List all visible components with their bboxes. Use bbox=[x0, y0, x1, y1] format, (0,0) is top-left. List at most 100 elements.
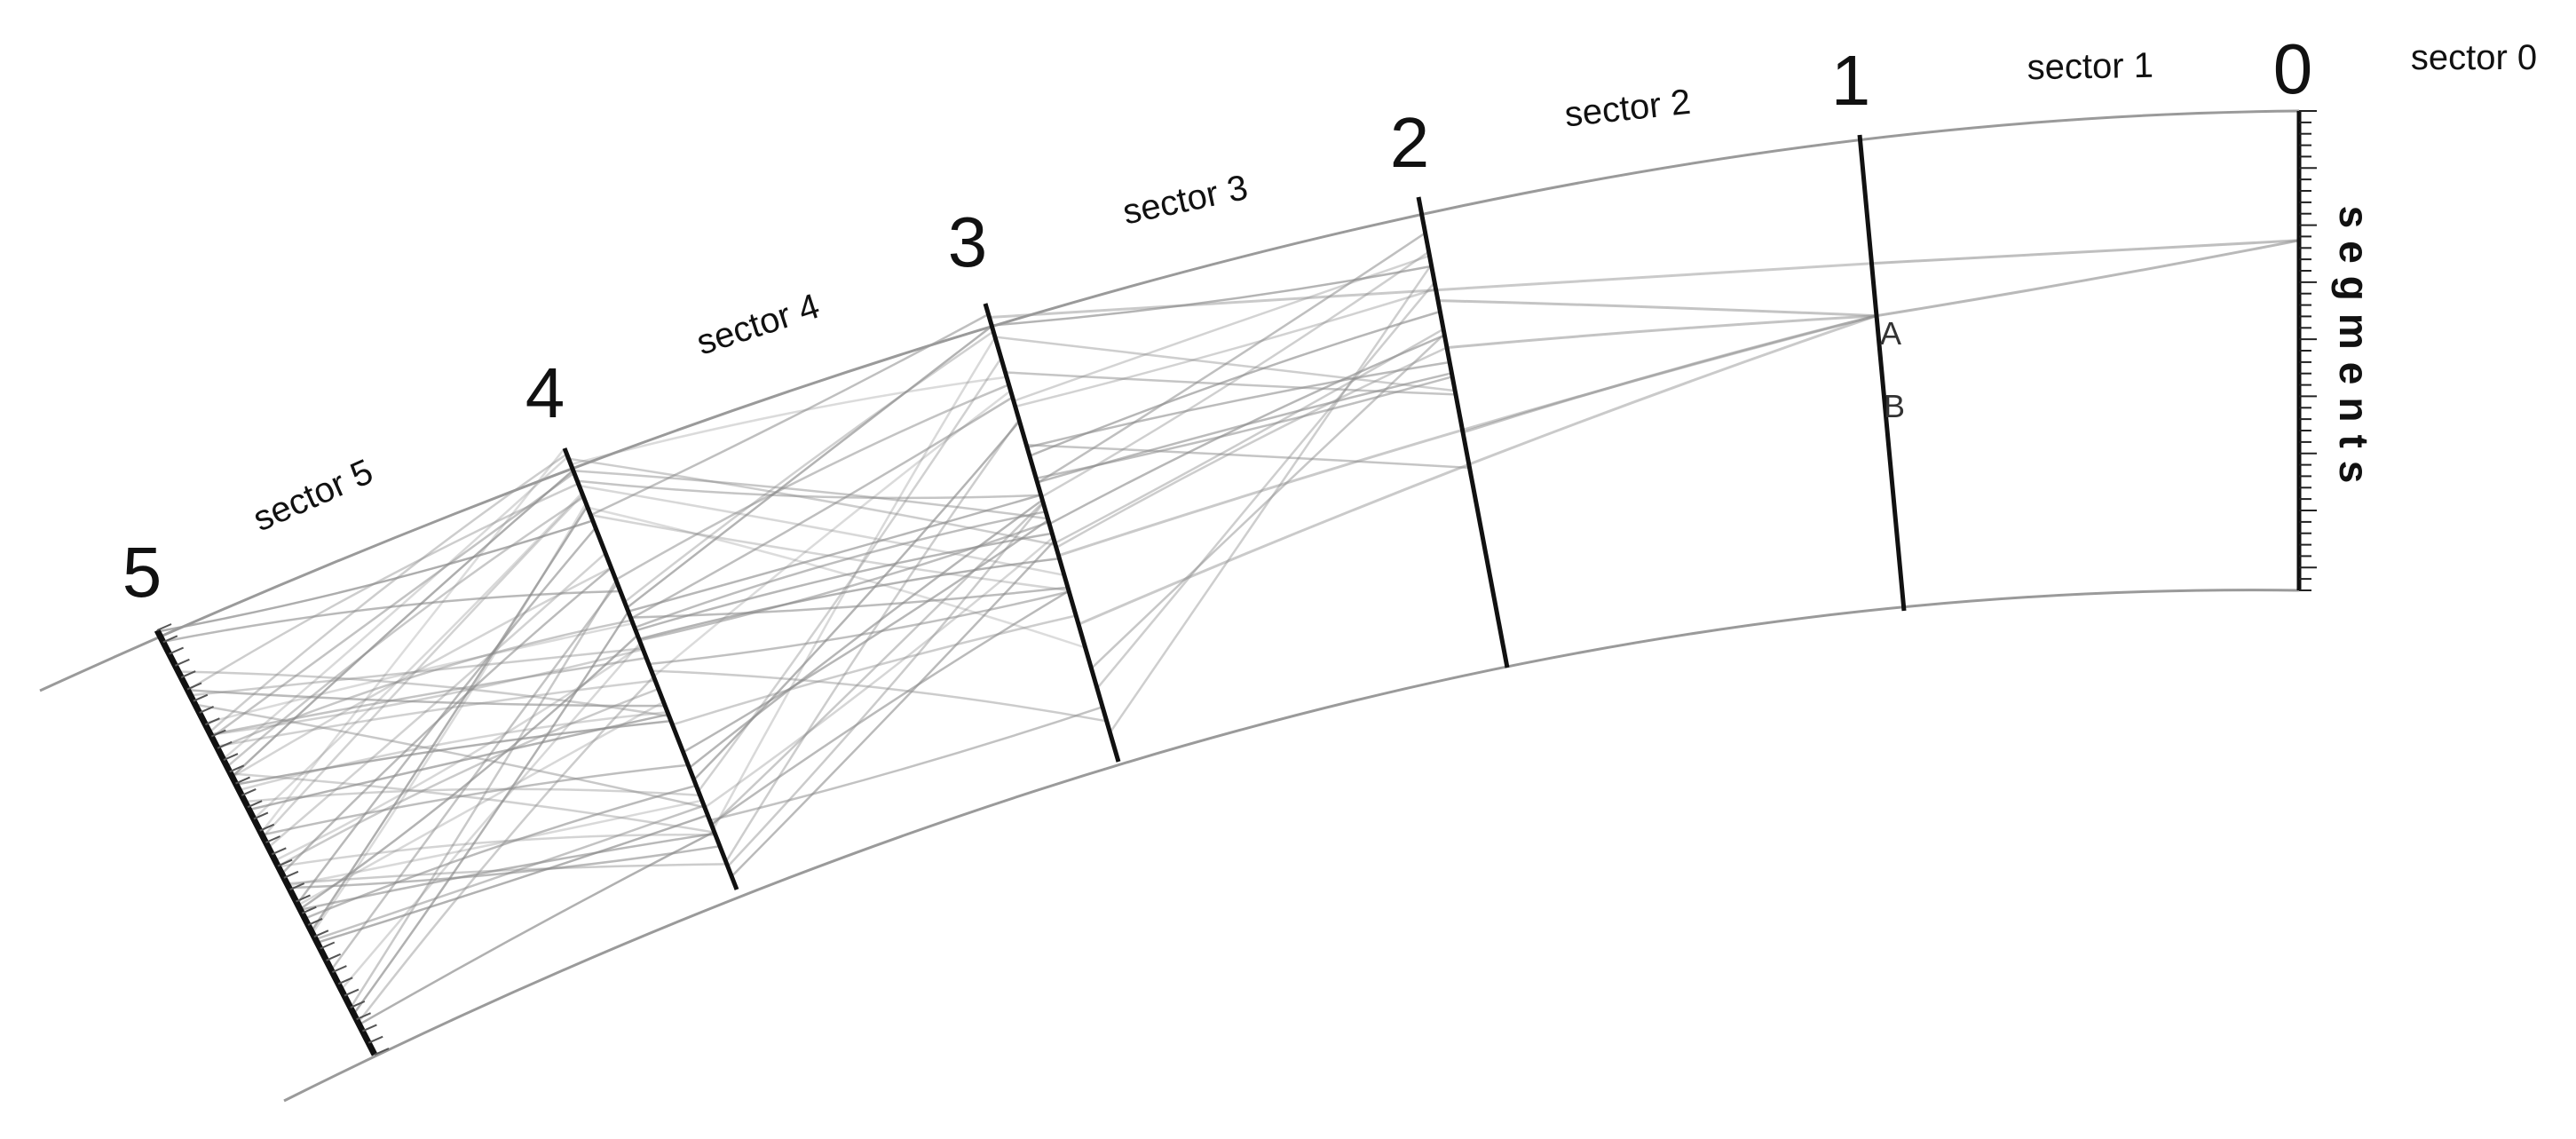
path-curve bbox=[587, 506, 1087, 649]
boundary-tick bbox=[283, 870, 299, 879]
boundary-tick bbox=[344, 988, 360, 997]
path-curve bbox=[568, 457, 1056, 547]
path-curve bbox=[712, 336, 997, 830]
path-curve bbox=[1462, 314, 1877, 434]
path-curve bbox=[216, 679, 656, 747]
path-curve bbox=[1871, 239, 2300, 265]
boundary-tick bbox=[204, 717, 220, 726]
boundary-tick bbox=[350, 1000, 366, 1008]
boundary-tick bbox=[193, 693, 209, 702]
path-curve bbox=[590, 513, 1070, 592]
boundary-tick bbox=[162, 635, 178, 644]
path-curve bbox=[1437, 299, 1877, 318]
boundary-tick bbox=[210, 729, 226, 738]
boundary-tick bbox=[374, 1048, 390, 1056]
path-curve bbox=[1026, 444, 1470, 470]
boundary-tick bbox=[313, 929, 329, 938]
boundary-tick bbox=[180, 670, 196, 679]
path-curve bbox=[358, 830, 715, 1026]
path-curve bbox=[262, 494, 584, 838]
path-curve bbox=[261, 763, 689, 836]
sector-label-3: sector 3 bbox=[1119, 168, 1251, 233]
path-curve bbox=[1096, 281, 1436, 690]
path-curve bbox=[570, 376, 1007, 466]
path-curve bbox=[340, 642, 642, 991]
path-curve bbox=[651, 669, 1107, 723]
path-curve bbox=[253, 492, 583, 820]
boundary-label-3: 3 bbox=[948, 202, 988, 281]
path-curve bbox=[1109, 264, 1433, 733]
path-curve bbox=[630, 396, 1014, 620]
path-curve bbox=[989, 262, 1872, 319]
path-curve bbox=[704, 536, 1055, 809]
sector-label-5: sector 5 bbox=[248, 452, 379, 539]
boundary-line-3 bbox=[983, 303, 1121, 763]
boundary-label-1: 1 bbox=[1831, 41, 1871, 120]
path-curve bbox=[314, 804, 705, 941]
point-label-a: A bbox=[1880, 315, 1901, 352]
boundary-tick bbox=[259, 823, 275, 832]
path-curve bbox=[230, 772, 715, 834]
path-curve bbox=[297, 700, 665, 906]
path-curve bbox=[697, 357, 1002, 793]
path-curve bbox=[710, 501, 1044, 827]
path-curve bbox=[232, 566, 612, 779]
path-curve bbox=[352, 611, 629, 1015]
path-curve bbox=[1037, 232, 1426, 485]
path-curves bbox=[157, 232, 2300, 1026]
path-curve bbox=[157, 519, 594, 633]
path-curve bbox=[731, 540, 1055, 878]
path-curve bbox=[991, 265, 1432, 327]
path-curve bbox=[630, 586, 1069, 619]
boundary-label-4: 4 bbox=[525, 353, 565, 432]
path-curve bbox=[231, 469, 574, 778]
path-curve bbox=[1055, 346, 1448, 549]
path-curve bbox=[1078, 314, 1877, 626]
path-curve bbox=[194, 703, 706, 809]
path-curve bbox=[726, 502, 1045, 867]
boundary-tick bbox=[367, 1035, 383, 1044]
path-curve bbox=[1054, 328, 1444, 544]
path-curve bbox=[288, 844, 721, 890]
path-curve bbox=[238, 710, 668, 792]
path-curve bbox=[1876, 239, 2300, 318]
path-curve bbox=[222, 455, 569, 761]
boundary-tick bbox=[169, 646, 185, 655]
path-curve bbox=[635, 532, 1053, 632]
path-curve bbox=[186, 482, 580, 692]
segment-ticks bbox=[2299, 110, 2317, 591]
boundary-tick bbox=[229, 764, 245, 773]
path-curve bbox=[577, 479, 1041, 500]
path-curve bbox=[628, 494, 1041, 613]
boundary-tick bbox=[253, 811, 269, 820]
boundary-tick bbox=[235, 776, 250, 785]
path-curve bbox=[204, 621, 634, 724]
path-curve bbox=[1058, 314, 1877, 558]
path-curve bbox=[316, 814, 708, 944]
path-curve bbox=[190, 647, 644, 697]
boundary-tick bbox=[223, 753, 239, 762]
path-curve bbox=[652, 390, 1012, 677]
boundary-tick bbox=[156, 623, 172, 631]
segments-axis-label: segments bbox=[2331, 206, 2377, 496]
path-curve bbox=[1029, 310, 1441, 457]
boundary-tick bbox=[277, 858, 293, 867]
point-label-b: B bbox=[1884, 388, 1905, 424]
path-curve bbox=[249, 713, 669, 811]
path-curve bbox=[648, 590, 1070, 666]
boundary-tick bbox=[217, 740, 233, 749]
path-curve bbox=[682, 518, 1049, 754]
path-curve bbox=[623, 330, 994, 604]
path-curve bbox=[672, 614, 1077, 726]
path-curve bbox=[260, 447, 565, 834]
boundary-label-5: 5 bbox=[122, 533, 162, 612]
path-curve bbox=[1446, 314, 1877, 350]
path-curve bbox=[1035, 376, 1453, 480]
bottom-band-edge bbox=[283, 589, 2300, 1103]
path-curve bbox=[1090, 333, 1445, 669]
boundary-tick bbox=[271, 847, 287, 856]
path-curve bbox=[349, 580, 618, 1008]
path-curve bbox=[688, 499, 1044, 769]
boundary-line-4 bbox=[562, 447, 739, 890]
